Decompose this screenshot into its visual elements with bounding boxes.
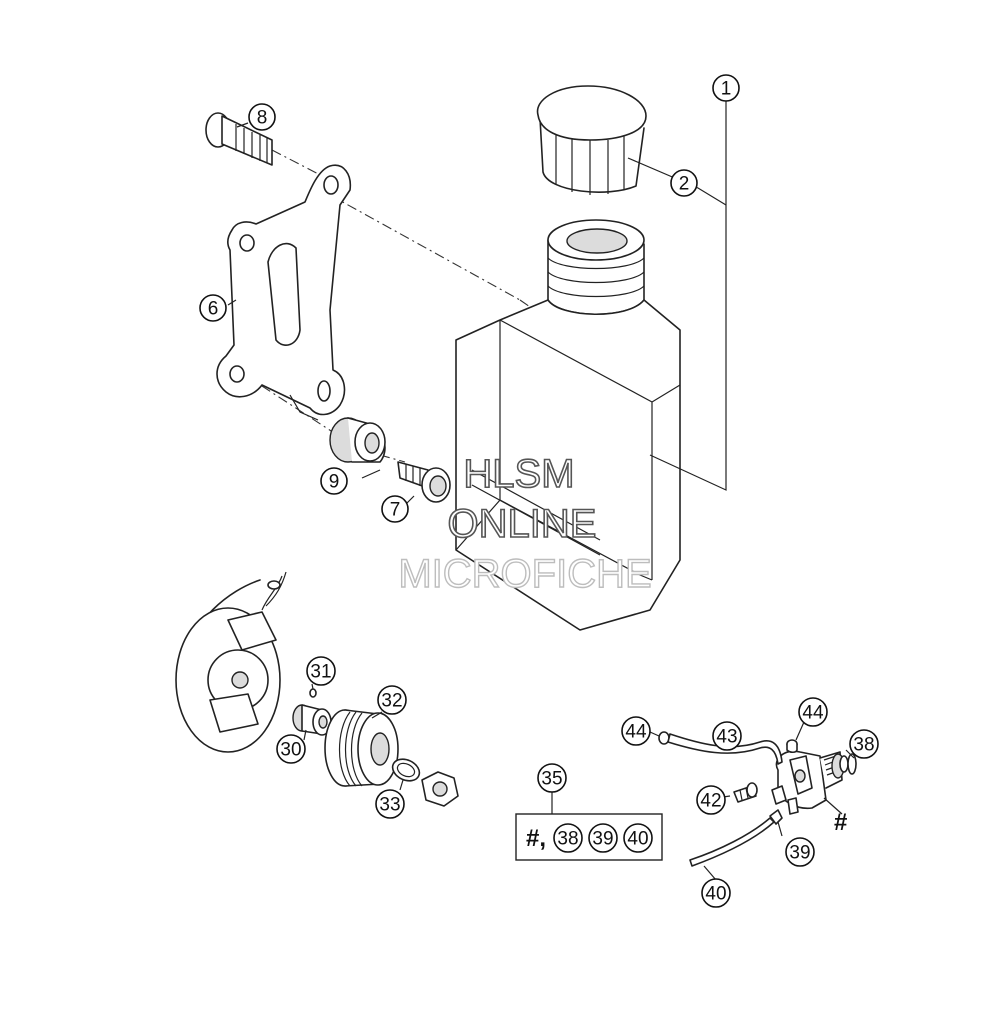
svg-text:38: 38: [853, 735, 874, 756]
key-part-31: [309, 688, 317, 698]
svg-text:9: 9: [329, 472, 340, 493]
callout-39-kit: 39: [588, 823, 618, 853]
screw-part-7: [397, 461, 451, 503]
svg-text:7: 7: [390, 500, 401, 521]
callout-38-kit: 38: [553, 823, 583, 853]
watermark: HLSM ONLINE MICROFICHE: [398, 451, 653, 597]
svg-text:8: 8: [257, 108, 268, 129]
callout-44-left: 44: [621, 716, 651, 746]
svg-text:42: 42: [700, 791, 721, 812]
callout-43: 43: [712, 721, 742, 751]
callout-39-pump: 39: [785, 837, 815, 867]
plug-part-44-right: [786, 739, 798, 754]
kit-prefix: #,: [526, 825, 546, 852]
svg-text:33: 33: [379, 795, 400, 816]
callout-1: 1: [712, 74, 740, 102]
pulley-part-32: [324, 709, 399, 787]
grommet-part-9: [329, 417, 386, 463]
clip-part-39: [769, 809, 783, 825]
nut: [421, 771, 459, 807]
gasket-part-6: [216, 164, 352, 421]
svg-text:39: 39: [789, 843, 810, 864]
callout-35: 35: [537, 763, 567, 793]
bush-part-30: [292, 704, 332, 736]
circlip-part-33: [391, 758, 421, 782]
svg-text:40: 40: [705, 884, 726, 905]
pump-mark: #: [834, 809, 847, 836]
svg-text:44: 44: [802, 703, 824, 724]
callout-33: 33: [375, 789, 405, 819]
bolt-part-8: [205, 112, 273, 166]
screw-part-42: [733, 782, 758, 803]
callout-40-hose: 40: [701, 878, 731, 908]
svg-text:44: 44: [625, 722, 647, 743]
svg-text:40: 40: [627, 829, 648, 850]
cap-part-2: [536, 85, 647, 195]
callout-40-kit: 40: [623, 823, 653, 853]
callout-2: 2: [670, 169, 698, 197]
stator-assembly: [175, 571, 287, 753]
watermark-line-1: HLSM: [463, 452, 574, 496]
watermark-line-3: MICROFICHE: [398, 552, 651, 596]
svg-text:32: 32: [381, 691, 402, 712]
watermark-line-2: ONLINE: [448, 502, 597, 546]
svg-text:35: 35: [541, 769, 562, 790]
callout-42: 42: [696, 785, 726, 815]
svg-text:6: 6: [208, 299, 219, 320]
callout-31: 31: [306, 656, 336, 686]
hose-part-40: [689, 817, 775, 867]
callout-9: 9: [320, 467, 348, 495]
svg-text:31: 31: [310, 662, 331, 683]
svg-text:30: 30: [280, 740, 301, 761]
callout-30: 30: [276, 734, 306, 764]
svg-text:39: 39: [592, 829, 613, 850]
callout-8: 8: [248, 103, 276, 131]
o-ring-part-38: [847, 753, 857, 775]
svg-text:2: 2: [679, 174, 690, 195]
callout-6: 6: [199, 294, 227, 322]
callout-32: 32: [377, 685, 407, 715]
callout-38-pump: 38: [849, 729, 879, 759]
oil-pump: [771, 750, 849, 815]
callout-44-right: 44: [798, 697, 828, 727]
svg-text:43: 43: [716, 727, 737, 748]
leader-lines: [227, 100, 855, 881]
svg-text:1: 1: [721, 79, 732, 100]
oil-bottle-part-1: [455, 219, 681, 631]
svg-text:38: 38: [557, 829, 578, 850]
callout-7: 7: [381, 495, 409, 523]
